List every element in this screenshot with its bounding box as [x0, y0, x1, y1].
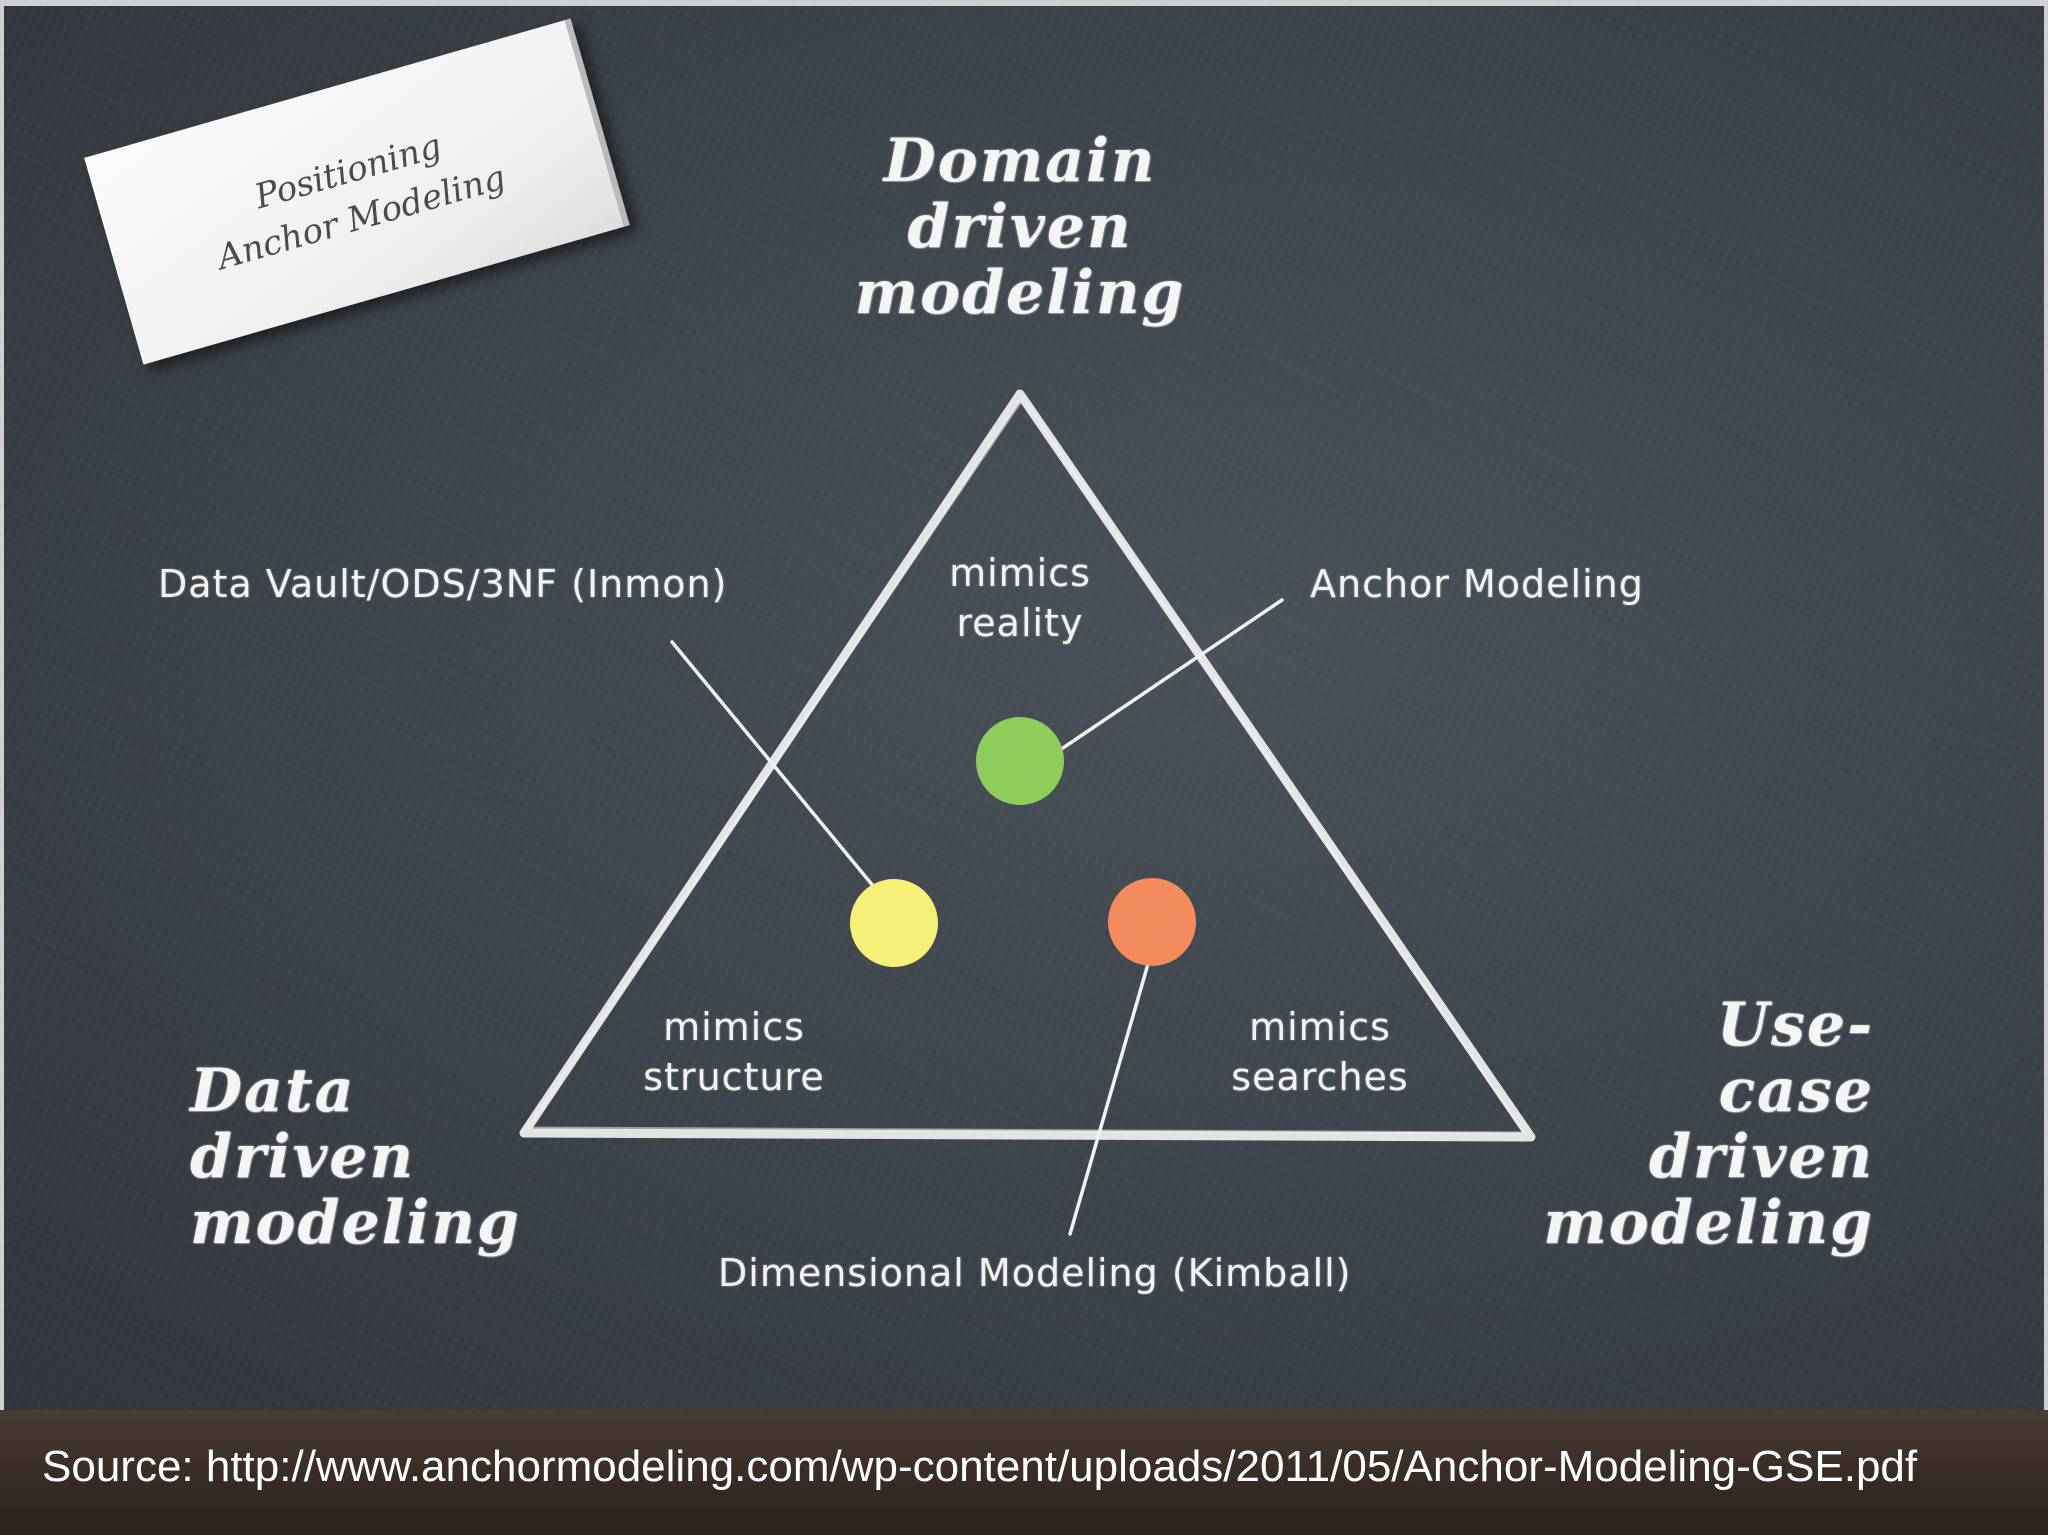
chalkboard: Positioning Anchor Modeling Domain drive…	[4, 6, 2044, 1410]
anchor-modeling-dot	[976, 717, 1064, 805]
vertex-label-use-case: Use- case driven modeling	[1543, 990, 1874, 1258]
dimensional-modeling-dot	[1108, 878, 1196, 966]
source-footer: Source: http://www.anchormodeling.com/wp…	[0, 1410, 2048, 1535]
method-label-data-vault: Data Vault/ODS/3NF (Inmon)	[158, 562, 728, 606]
source-text: Source: http://www.anchormodeling.com/wp…	[42, 1442, 1918, 1491]
data-vault-dot	[850, 879, 938, 967]
pointer-line-data-vault	[670, 640, 890, 906]
inner-label-structure: mimics structure	[643, 1005, 825, 1099]
method-label-dimensional: Dimensional Modeling (Kimball)	[718, 1251, 1352, 1295]
triangle-outline-rough	[526, 396, 1526, 1135]
triangle-diagram	[519, 389, 1536, 1236]
vertex-label-domain: Domain driven modeling	[854, 126, 1186, 328]
method-label-anchor: Anchor Modeling	[1310, 562, 1644, 606]
vertex-label-data: Data driven modeling	[190, 1056, 521, 1258]
inner-label-searches: mimics searches	[1231, 1005, 1409, 1099]
pointer-line-anchor	[1052, 598, 1284, 756]
pointer-line-dimensional	[1068, 962, 1150, 1236]
inner-label-reality: mimics reality	[949, 551, 1091, 645]
